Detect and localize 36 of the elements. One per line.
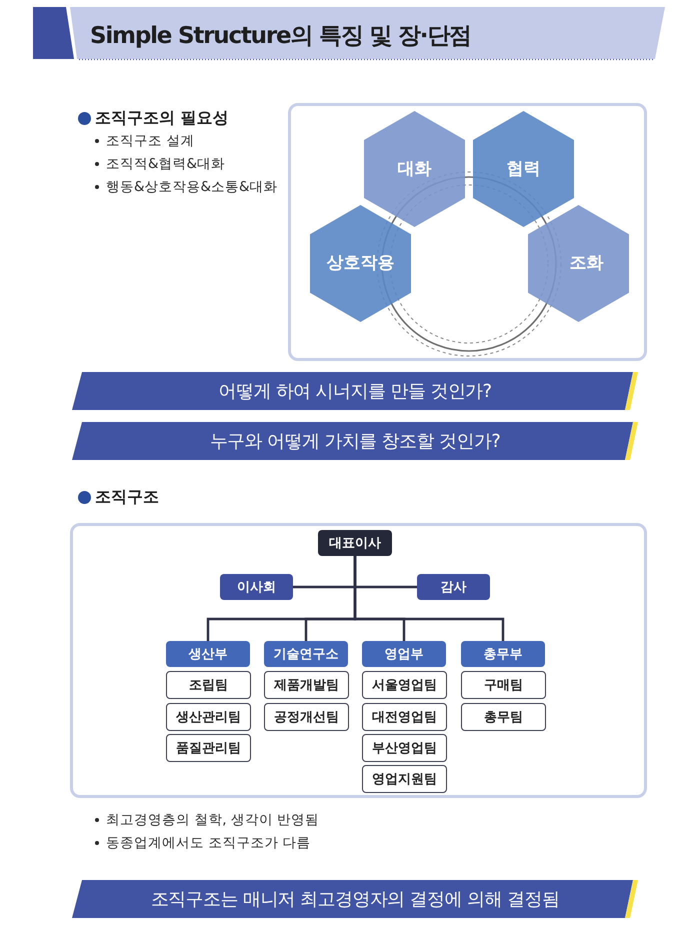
bullet-item: 최고경영층의 철학, 생각이 반영됨 [106, 811, 320, 830]
banner-text: 어떻게 하여 시너지를 만들 것인가? [218, 380, 492, 403]
hexagon-label: 협력 [506, 158, 540, 180]
board-unit: 이사회 [220, 574, 293, 600]
team-unit: 조립팀 [166, 671, 251, 699]
hexagon-label: 조화 [570, 253, 604, 274]
bullet-item: 동종업계에서도 조직구조가 다름 [106, 834, 311, 853]
team-unit: 영업지원팀 [362, 765, 447, 793]
ceo-unit: 대표이사 [318, 530, 392, 556]
department-unit: 영업부 [362, 641, 446, 667]
team-unit: 서울영업팀 [362, 671, 447, 699]
hexagon-label: 대화 [398, 158, 432, 180]
team-unit: 생산관리팀 [166, 703, 251, 731]
department-unit: 기술연구소 [264, 641, 348, 667]
section-heading: 조직구조 [95, 486, 159, 508]
banner-text: 누구와 어떻게 가치를 창조할 것인가? [210, 430, 500, 453]
connector-line [354, 556, 504, 641]
team-unit: 품질관리팀 [166, 734, 251, 762]
page-title: Simple Structure의 특징 및 장·단점 [90, 22, 471, 51]
hexagon-label: 상호작용 [326, 253, 394, 274]
team-unit: 제품개발팀 [264, 671, 349, 699]
team-unit: 총무팀 [461, 703, 546, 731]
auditor-unit: 감사 [417, 574, 490, 600]
section-heading: 조직구조의 필요성 [95, 107, 229, 129]
bullet-item: 행동&상호작용&소통&대화 [106, 178, 278, 197]
team-unit: 대전영업팀 [362, 703, 447, 731]
hexagon-panel [288, 103, 647, 361]
org-chart-panel [70, 523, 647, 798]
department-unit: 생산부 [166, 641, 250, 667]
team-unit: 구매팀 [461, 671, 546, 699]
bullet-item: 조직구조 설계 [106, 132, 194, 151]
banner-text: 조직구조는 매니저 최고경영자의 결정에 의해 결정됨 [150, 888, 560, 911]
department-unit: 총무부 [461, 641, 545, 667]
bullet-item: 조직적&협력&대화 [106, 155, 226, 174]
team-unit: 공정개선팀 [264, 703, 349, 731]
team-unit: 부산영업팀 [362, 734, 447, 762]
